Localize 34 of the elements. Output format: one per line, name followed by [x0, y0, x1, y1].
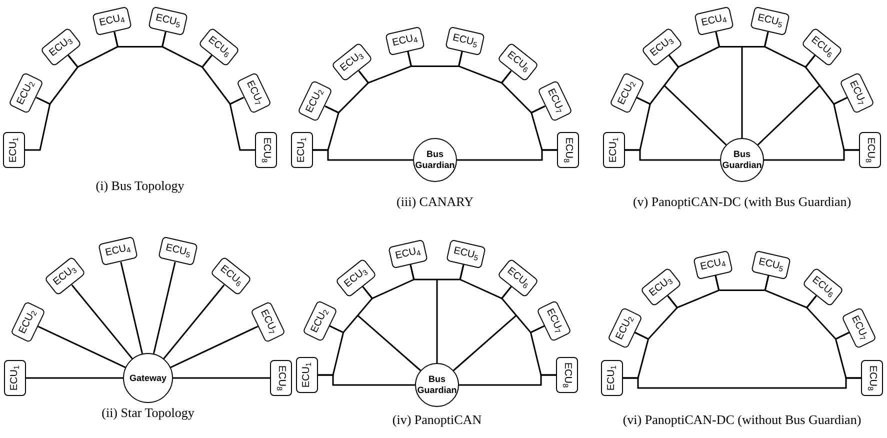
ecu-box: ECU$_{5}$ — [750, 250, 791, 280]
bus-line — [229, 96, 255, 151]
bus-line — [664, 85, 727, 146]
bus-line — [173, 377, 270, 379]
bus-line — [170, 326, 258, 368]
panel-caption: (vi) PanoptiCAN-DC (without Bus Guardian) — [622, 411, 862, 429]
bus-line — [71, 284, 133, 360]
bus-line — [625, 149, 720, 161]
bus-line — [313, 149, 413, 161]
bus-line — [38, 326, 126, 368]
bus-line — [453, 314, 517, 372]
bus-line — [436, 280, 438, 363]
bus-line — [120, 262, 144, 354]
panel-caption: (v) PanoptiCAN-DC (with Bus Guardian) — [632, 193, 852, 211]
panel-caption: (i) Bus Topology — [96, 177, 184, 195]
panel-caption: (iii) CANARY — [396, 193, 474, 211]
bus-line — [163, 284, 225, 360]
bus-line — [757, 85, 820, 146]
bus-line — [741, 46, 743, 138]
bus-line — [764, 149, 859, 161]
ecu-box: ECU$_{5}$ — [750, 6, 790, 36]
ecu-box: ECU$_{5}$ — [444, 26, 485, 56]
bus-line — [457, 149, 557, 161]
bus-line — [26, 377, 123, 379]
ecu-box: ECU$_{5}$ — [158, 236, 198, 266]
bus-line — [623, 377, 861, 389]
panel-caption: (ii) Star Topology — [102, 404, 194, 422]
bus-line — [152, 262, 176, 354]
ecu-box: ECU$_{5}$ — [446, 239, 486, 269]
ecu-box: ECU$_{5}$ — [148, 6, 188, 36]
bus-line — [357, 314, 421, 372]
bus-line — [318, 374, 415, 386]
bus-line — [459, 374, 556, 386]
panel-caption: (iv) PanoptiCAN — [392, 411, 482, 429]
